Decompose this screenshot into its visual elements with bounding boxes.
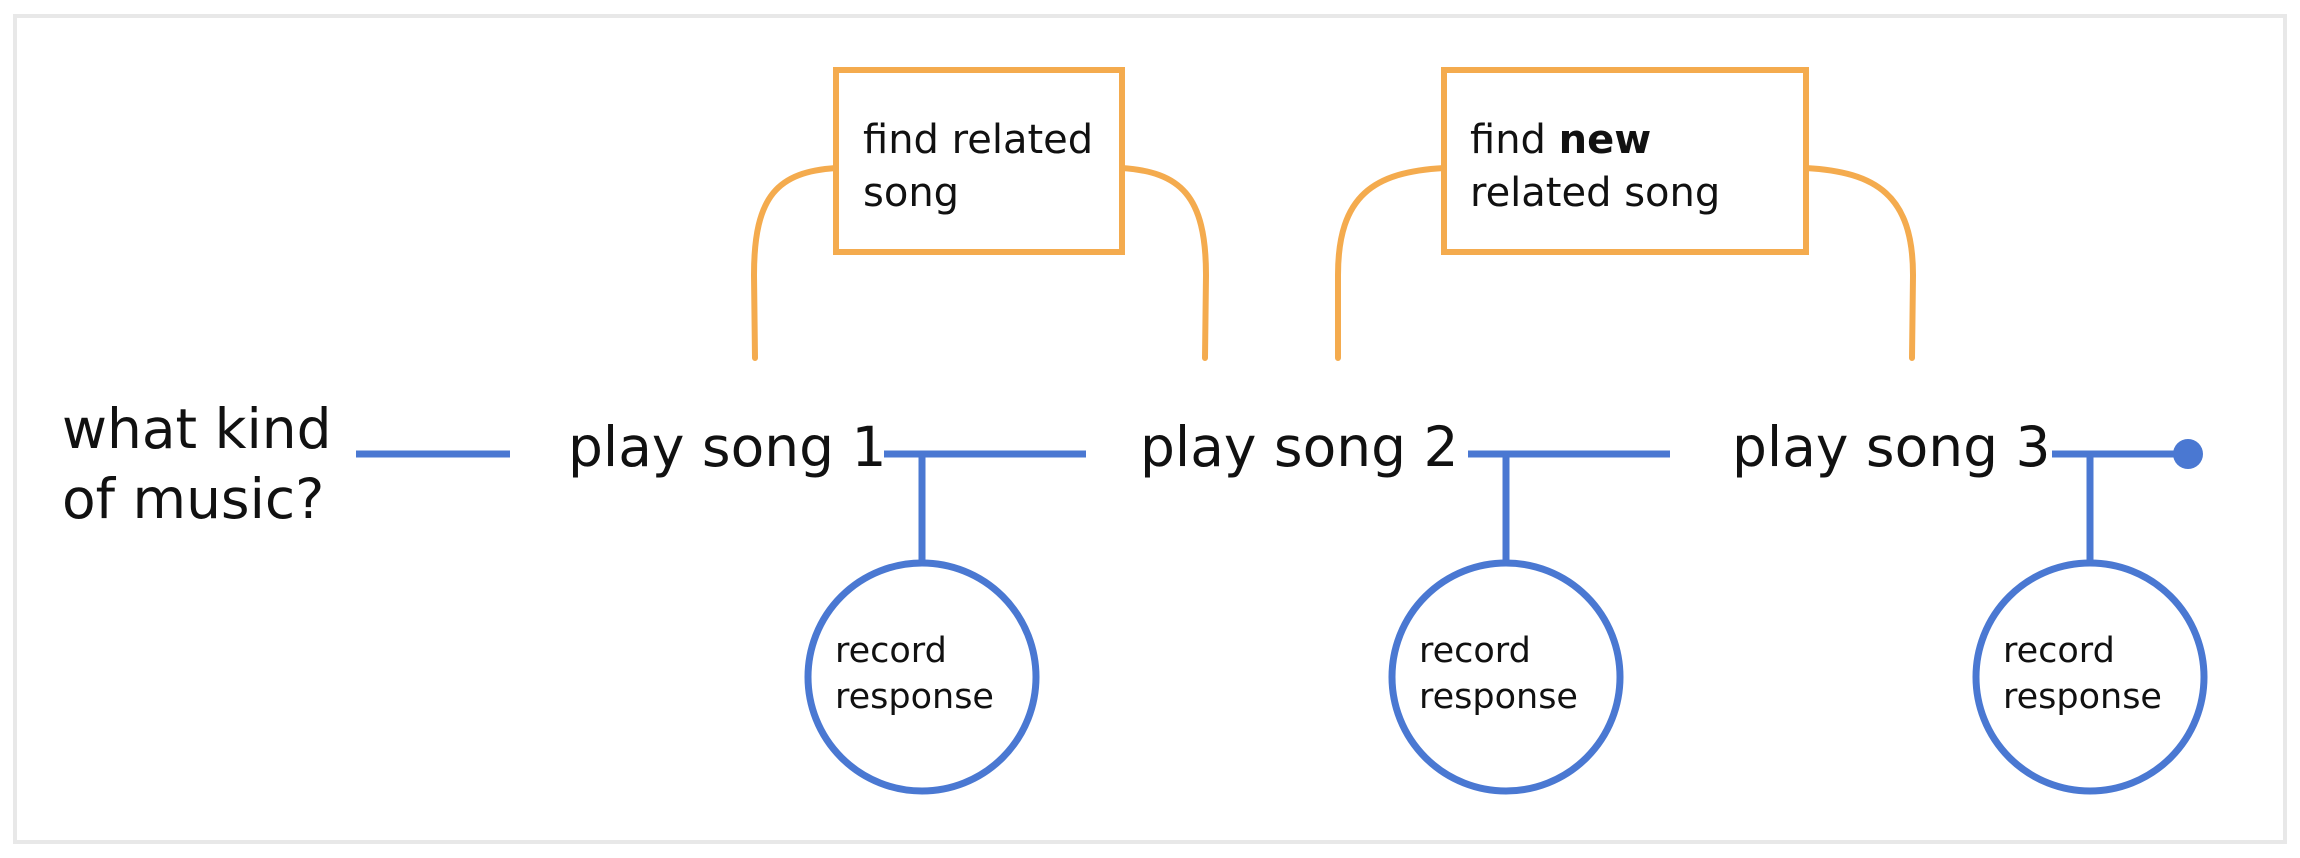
record-3-line-1: record — [2003, 631, 2115, 671]
start-question-line-1: what kind — [62, 397, 332, 461]
record-1-line-2: response — [835, 677, 994, 717]
helper-boxes — [833, 67, 1809, 255]
record-circles — [804, 559, 2208, 795]
record-2-line-2: response — [1419, 677, 1578, 717]
step-label-2: play song 2 — [1140, 415, 1458, 479]
record-2-line-1: record — [1419, 631, 1531, 671]
helper-1-right-arc — [1119, 165, 1210, 361]
helper-arcs — [750, 165, 1917, 361]
helper-1-line-2: song — [863, 170, 959, 216]
helper-2-emphasis: new — [1559, 117, 1652, 163]
helper-2-line-2: related song — [1470, 170, 1720, 216]
helper-2-left-arc — [1335, 165, 1447, 361]
record-circle-3 — [1972, 559, 2208, 795]
helper-box-1 — [833, 67, 1125, 255]
record-1-line-1: record — [835, 631, 947, 671]
helper-2-line-1-plain: find — [1470, 117, 1559, 163]
step-label-1: play song 1 — [568, 415, 886, 479]
record-circle-1 — [804, 559, 1040, 795]
start-question-line-2: of music? — [62, 467, 324, 531]
record-3-line-2: response — [2003, 677, 2162, 717]
flow-connectors — [356, 450, 2188, 562]
helper-1-left-arc — [750, 165, 839, 361]
helper-2-right-arc — [1803, 165, 1917, 361]
diagram-frame — [13, 14, 2287, 844]
helper-2-line-1: find new — [1470, 117, 1651, 163]
record-circle-2 — [1388, 559, 1624, 795]
helper-1-line-1: find related — [863, 117, 1093, 163]
step-label-3: play song 3 — [1732, 415, 2050, 479]
helper-box-2 — [1441, 67, 1809, 255]
end-dot — [2173, 439, 2203, 469]
